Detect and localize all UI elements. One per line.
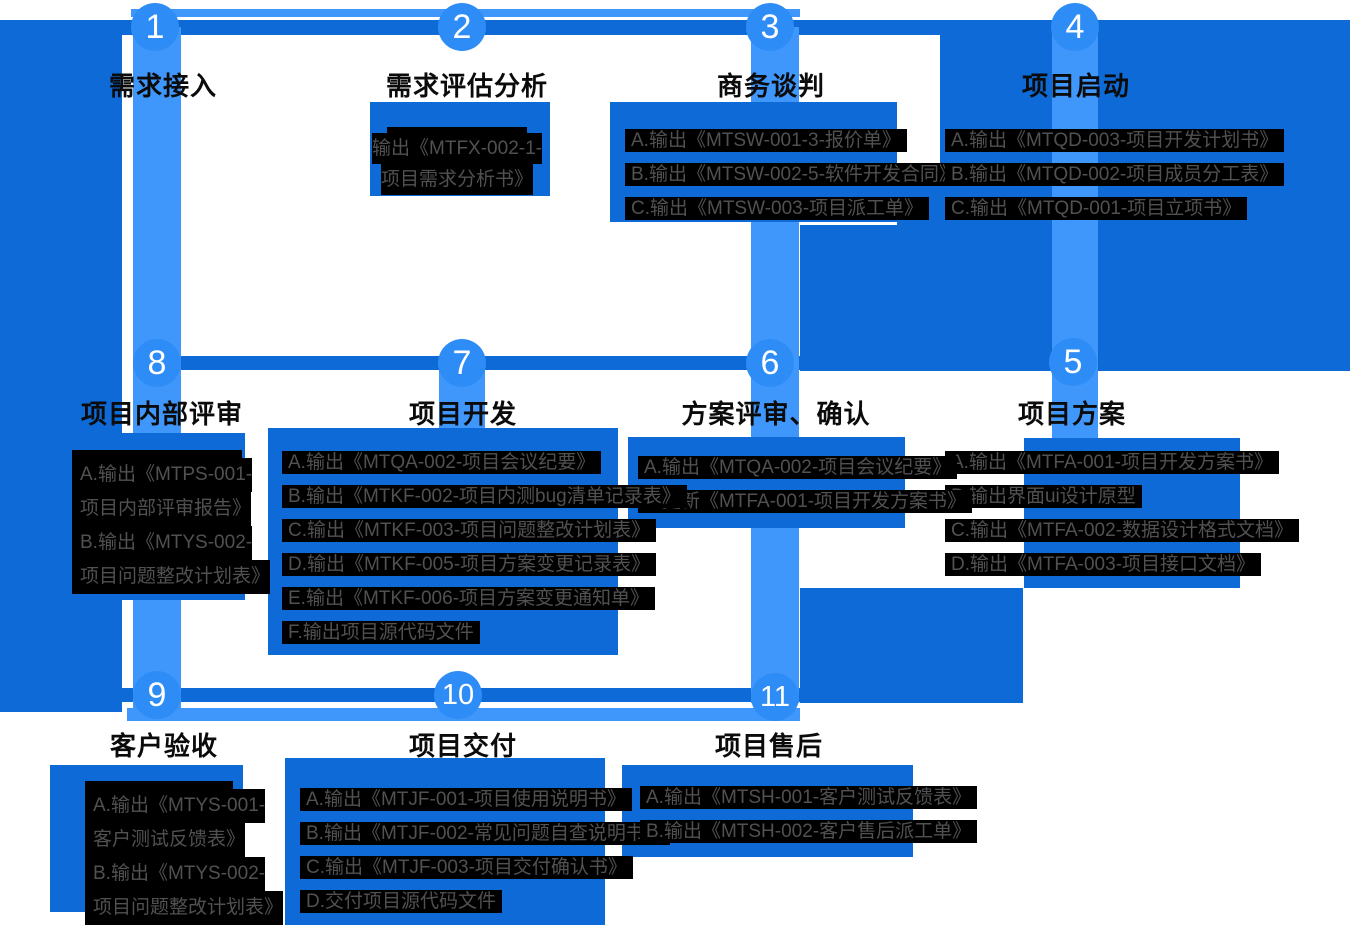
- step-circle-4: 4: [1051, 3, 1099, 51]
- output-line: C.输出《MTSW-003-项目派工单》: [625, 197, 930, 220]
- step-title-11: 项目售后: [714, 731, 824, 761]
- output-line: B.输出《MTYS-002-: [72, 526, 253, 560]
- output-line: A.输出《MTSH-001-客户测试反馈表》: [640, 786, 978, 809]
- step-number: 9: [147, 676, 167, 714]
- output-line: C.输出《MTKF-003-项目问题整改计划表》: [282, 519, 657, 542]
- output-box: 输出《MTFX-002-1-项目需求分析书》: [372, 127, 542, 195]
- output-line: A.输出《MTYS-001-: [85, 789, 266, 823]
- step-number: 4: [1065, 8, 1085, 46]
- step-circle-10: 10: [434, 671, 482, 719]
- output-line: 项目问题整改计划表》: [85, 891, 284, 925]
- step-title-3: 商务谈判: [716, 71, 826, 101]
- step-title-7: 项目开发: [408, 399, 518, 429]
- output-line: A.输出《MTPS-001-: [72, 458, 253, 492]
- panel-step6: [628, 437, 905, 528]
- step-circle-9: 9: [133, 671, 181, 719]
- output-line: C.输出《MTJF-003-项目交付确认书》: [300, 856, 633, 879]
- step-title-4: 项目启动: [1021, 71, 1131, 101]
- step-number: 5: [1063, 343, 1083, 381]
- output-line: 项目内部评审报告》: [72, 492, 252, 526]
- step-title-1: 需求接入: [108, 71, 218, 101]
- output-box: A.输出《MTPS-001-项目内部评审报告》B.输出《MTYS-002-项目问…: [72, 450, 271, 594]
- output-line: B.输出《MTSW-002-5-软件开发合同》: [625, 163, 964, 186]
- output-line: A.输出《MTFA-001-项目开发方案书》: [945, 451, 1279, 474]
- step-circle-2: 2: [438, 3, 486, 51]
- output-line: B.输出《MTJF-002-常见问题自查说明书》: [300, 822, 670, 845]
- output-line: B.输出界面ui设计原型: [945, 485, 1142, 508]
- step-circle-8: 8: [133, 339, 181, 387]
- step-circle-6: 6: [746, 339, 794, 387]
- step-title-10: 项目交付: [408, 731, 518, 761]
- step-circle-11: 11: [751, 673, 799, 721]
- step-circle-7: 7: [438, 339, 486, 387]
- output-line: 客户测试反馈表》: [85, 823, 246, 857]
- output-line: A.输出《MTQD-003-项目开发计划书》: [945, 129, 1285, 152]
- output-line: B.输出《MTSH-002-客户售后派工单》: [640, 820, 978, 843]
- step-number: 8: [147, 344, 167, 382]
- output-line: D.输出《MTKF-005-项目方案变更记录表》: [282, 553, 657, 576]
- output-line: D.输出《MTFA-003-项目接口文档》: [945, 553, 1262, 576]
- step-title-9: 客户验收: [109, 731, 219, 761]
- output-line: F.输出项目源代码文件: [282, 621, 480, 644]
- output-line: A.输出《MTQA-002-项目会议纪要》: [638, 456, 958, 479]
- output-line: A.输出《MTSW-001-3-报价单》: [625, 129, 907, 152]
- output-line: A.输出《MTJF-001-项目使用说明书》: [300, 788, 632, 811]
- output-line: 项目需求分析书》: [381, 164, 534, 195]
- step-number: 3: [760, 8, 780, 46]
- step-title-5: 项目方案: [1017, 399, 1127, 429]
- output-line: B.输出《MTYS-002-: [85, 857, 266, 891]
- output-line: 输出《MTFX-002-1-: [372, 133, 542, 164]
- flow-bar-middle: [134, 356, 1350, 370]
- output-line: E.输出《MTKF-006-项目方案变更通知单》: [282, 587, 656, 610]
- output-line: D.交付项目源代码文件: [300, 890, 503, 913]
- step-number: 11: [759, 680, 791, 713]
- flow-panel-right-upper: [940, 20, 1350, 225]
- step-circle-5: 5: [1049, 338, 1097, 386]
- output-line: B.输出《MTQD-002-项目成员分工表》: [945, 163, 1285, 186]
- step-title-6: 方案评审、确认: [681, 399, 871, 429]
- step-number: 2: [452, 8, 472, 46]
- step-number: 10: [441, 678, 475, 711]
- step-number: 7: [452, 344, 472, 382]
- output-line: 项目问题整改计划表》: [72, 560, 271, 594]
- output-line: C.输出《MTFA-002-数据设计格式文档》: [945, 519, 1300, 542]
- output-line: C.输出《MTQD-001-项目立项书》: [945, 197, 1248, 220]
- step-number: 6: [760, 344, 780, 382]
- flow-block-lower-right: [800, 588, 1023, 703]
- output-line: B.输出《MTKF-002-项目内测bug清单记录表》: [282, 485, 687, 508]
- step-circle-3: 3: [746, 3, 794, 51]
- step-number: 1: [145, 8, 165, 46]
- step-title-8: 项目内部评审: [80, 399, 244, 429]
- output-line: B.更新《MTFA-001-项目开发方案书》: [638, 490, 972, 513]
- output-box: A.输出《MTYS-001-客户测试反馈表》B.输出《MTYS-002-项目问题…: [85, 781, 284, 925]
- output-line: A.输出《MTQA-002-项目会议纪要》: [282, 451, 602, 474]
- step-title-2: 需求评估分析: [385, 71, 549, 101]
- flow-panel-left: [0, 20, 122, 712]
- step-circle-1: 1: [131, 3, 179, 51]
